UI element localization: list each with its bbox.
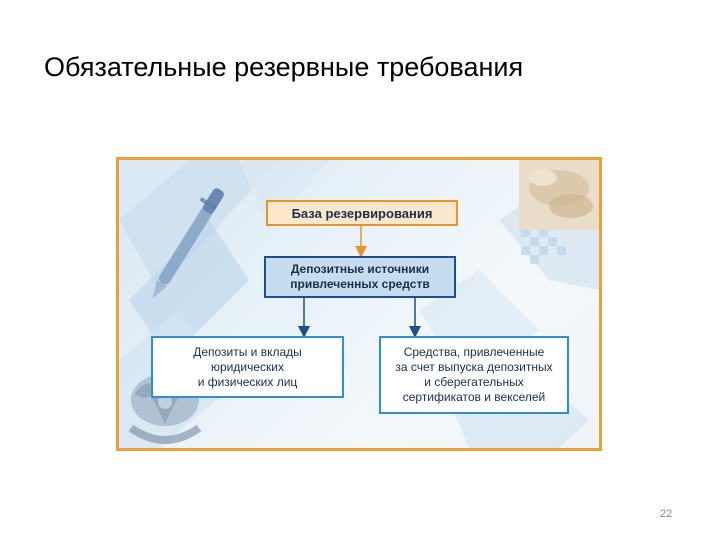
reserve-base-box: База резервирования (266, 200, 458, 226)
reserve-base-label: База резервирования (291, 205, 433, 221)
deposit-sources-label: Депозитные источники привлеченных средст… (290, 262, 430, 291)
securities-funds-label: Средства, привлеченные за счет выпуска д… (395, 345, 553, 404)
legal-entities-deposits-label: Депозиты и вклады юридических и физическ… (193, 344, 302, 389)
securities-funds-box: Средства, привлеченные за счет выпуска д… (379, 336, 569, 414)
diagram-frame: База резервирования Депозитные источники… (116, 157, 602, 451)
deposit-sources-box: Депозитные источники привлеченных средст… (264, 256, 456, 298)
connector-arrows (298, 226, 421, 338)
legal-entities-deposits-box: Депозиты и вклады юридических и физическ… (151, 336, 344, 398)
slide-title: Обязательные резервные требования (44, 52, 524, 82)
page-number: 22 (660, 508, 673, 520)
